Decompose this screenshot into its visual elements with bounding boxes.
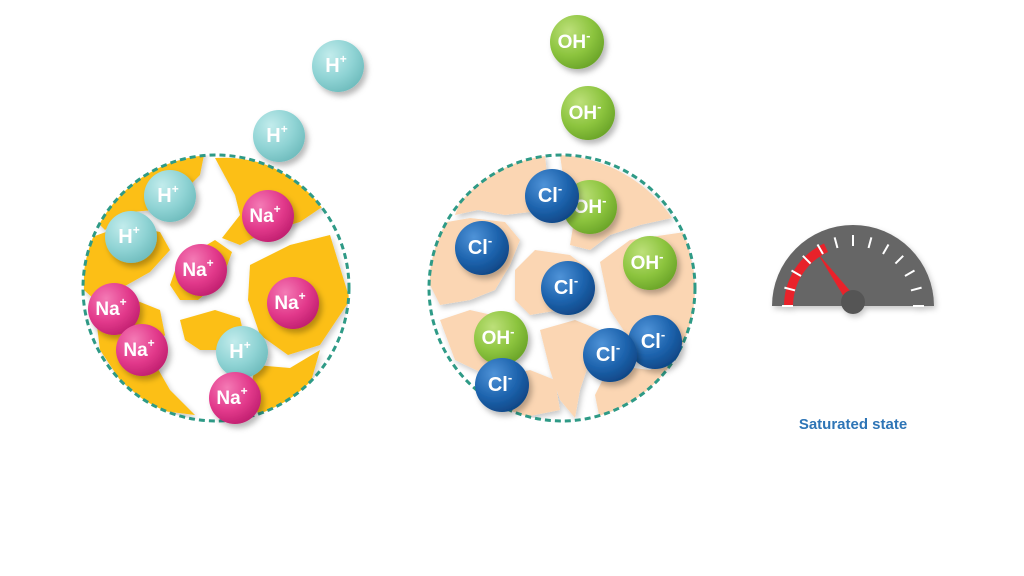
svg-text:Na+: Na+ [216, 384, 247, 409]
svg-text:Na+: Na+ [123, 336, 154, 361]
svg-text:H+: H+ [266, 122, 287, 147]
cl-minus-ion: Cl- [583, 328, 637, 382]
svg-text:H+: H+ [229, 338, 250, 363]
gauge-tick [802, 255, 812, 265]
oh-minus-ion: OH- [474, 311, 528, 365]
gauge-hub [841, 290, 865, 314]
gauge-tick [867, 237, 873, 249]
svg-text:Cl-: Cl- [641, 327, 665, 354]
na-plus-ion: Na+ [242, 190, 294, 242]
svg-text:OH-: OH- [482, 324, 515, 349]
na-plus-ion: Na+ [88, 283, 140, 335]
svg-text:OH-: OH- [569, 99, 602, 124]
svg-text:OH-: OH- [574, 193, 607, 218]
gauge-tick [904, 269, 915, 277]
h-plus-ion: H+ [253, 110, 305, 162]
cl-minus-ion: Cl- [628, 315, 682, 369]
cl-minus-ion: Cl- [541, 261, 595, 315]
gauge-tick [882, 244, 890, 255]
oh-minus-ion: OH- [623, 236, 677, 290]
h-plus-ion: H+ [144, 170, 196, 222]
na-plus-ion: Na+ [175, 244, 227, 296]
svg-text:Cl-: Cl- [596, 340, 620, 367]
h-plus-ion: H+ [216, 326, 268, 378]
gauge-tick [791, 269, 802, 277]
svg-text:Cl-: Cl- [488, 370, 512, 397]
gauge-tick [833, 237, 839, 249]
svg-text:Na+: Na+ [274, 289, 305, 314]
gauge-ticks [782, 235, 924, 307]
na-plus-ion: Na+ [267, 277, 319, 329]
svg-text:Cl-: Cl- [538, 181, 562, 208]
svg-text:Na+: Na+ [182, 256, 213, 281]
na-plus-ion: Na+ [209, 372, 261, 424]
oh-minus-ion: OH- [563, 180, 617, 234]
gauge-tick [816, 244, 824, 255]
svg-text:Cl-: Cl- [554, 273, 578, 300]
svg-text:H+: H+ [325, 52, 346, 77]
cl-minus-ion: Cl- [525, 169, 579, 223]
svg-text:Na+: Na+ [95, 295, 126, 320]
svg-text:OH-: OH- [631, 249, 664, 274]
cl-minus-ion: Cl- [455, 221, 509, 275]
svg-text:H+: H+ [118, 223, 139, 248]
gauge-tick [894, 255, 904, 265]
gauge-tick [784, 286, 796, 292]
ions-layer: H+ H+ H+ H+ H+ Na+ Na+ Na+ [88, 15, 682, 424]
h-plus-ion: H+ [312, 40, 364, 92]
oh-minus-ion: OH- [550, 15, 604, 69]
saturation-gauge [772, 225, 934, 314]
svg-text:Na+: Na+ [249, 202, 280, 227]
gauge-tick [910, 286, 922, 292]
oh-minus-ion: OH- [561, 86, 615, 140]
svg-text:OH-: OH- [558, 28, 591, 53]
saturated-state-label: Saturated state [798, 416, 908, 433]
svg-text:H+: H+ [157, 182, 178, 207]
svg-text:Cl-: Cl- [468, 233, 492, 260]
h-plus-ion: H+ [105, 211, 157, 263]
gauge-dial [772, 225, 934, 306]
cl-minus-ion: Cl- [475, 358, 529, 412]
na-plus-ion: Na+ [116, 324, 168, 376]
